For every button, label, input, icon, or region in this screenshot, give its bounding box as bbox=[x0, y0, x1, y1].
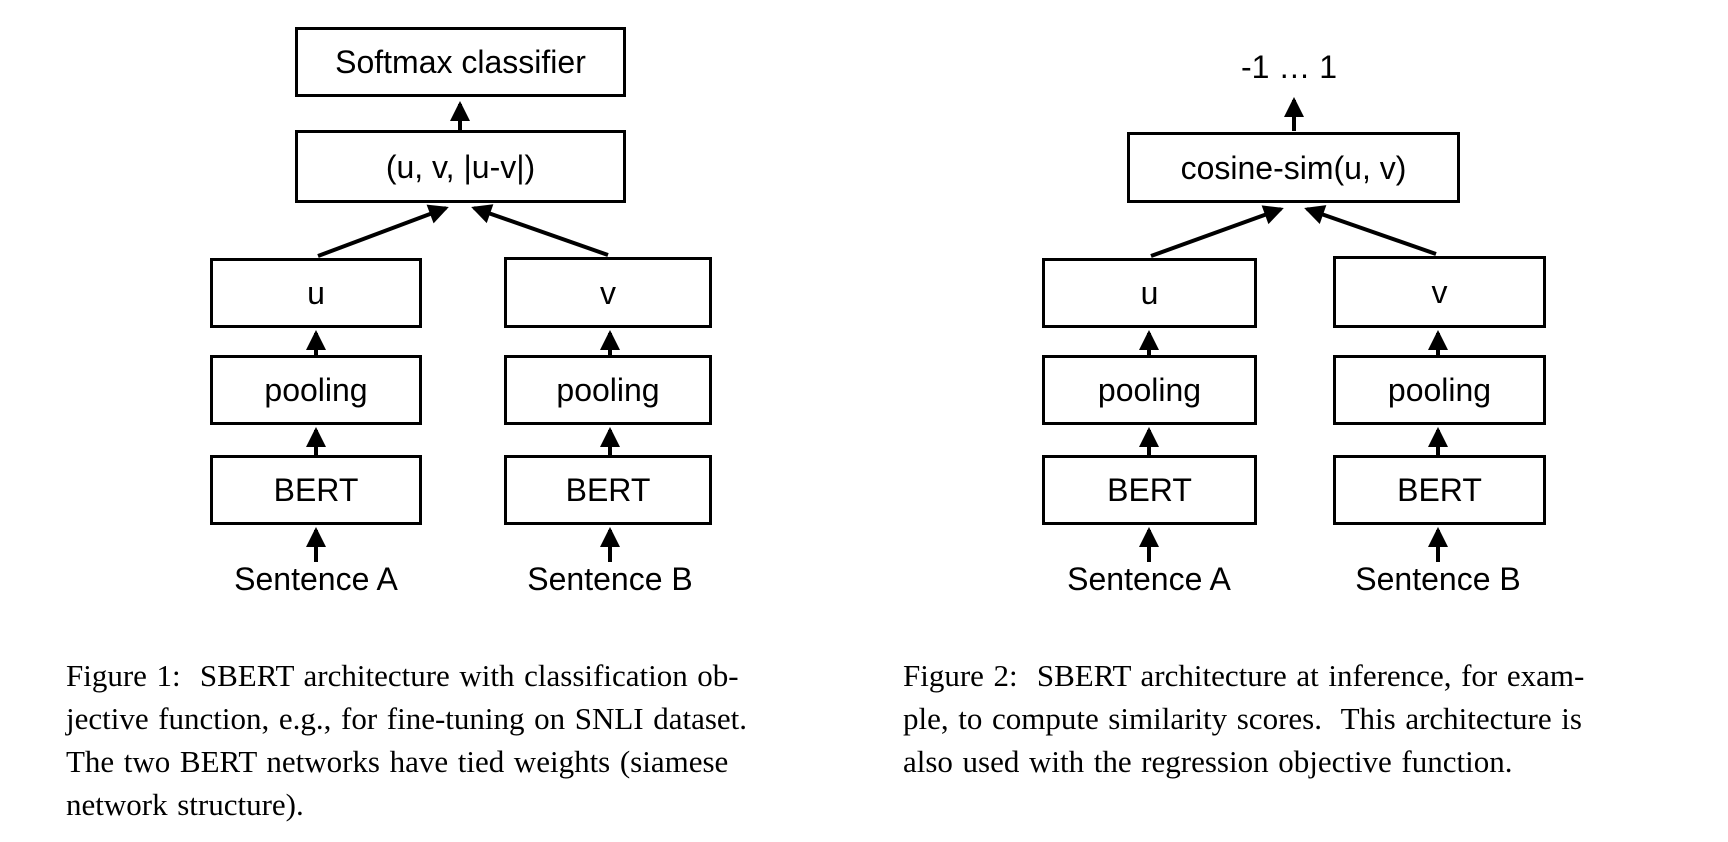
arrow-v-to-cosine bbox=[1304, 205, 1437, 256]
figure1-caption: Figure 1: SBERT architecture with classi… bbox=[66, 654, 876, 826]
sentence-b-label-right-diagram: Sentence B bbox=[1355, 561, 1521, 597]
concat-uv-box: (u, v, |u-v|) bbox=[295, 130, 626, 203]
pooling-box-left: pooling bbox=[210, 355, 422, 425]
caption-line: Figure 2: SBERT architecture at inferenc… bbox=[903, 658, 1585, 693]
caption-line: ple, to compute similarity scores. This … bbox=[903, 701, 1582, 736]
caption-line: The two BERT networks have tied weights … bbox=[66, 744, 729, 779]
u-embedding-box: u bbox=[210, 258, 422, 328]
bert-box-left-right-diagram: BERT bbox=[1042, 455, 1257, 525]
v-embedding-box: v bbox=[504, 257, 712, 328]
sentence-a-label: Sentence A bbox=[234, 561, 398, 597]
v-embedding-box-right-diagram: v bbox=[1333, 256, 1546, 328]
caption-line: Figure 1: SBERT architecture with classi… bbox=[66, 658, 739, 693]
u-embedding-box-right-diagram: u bbox=[1042, 258, 1257, 328]
pooling-box-right: pooling bbox=[504, 355, 712, 425]
figure2-caption: Figure 2: SBERT architecture at inferenc… bbox=[903, 654, 1713, 783]
arrow-u-to-concat bbox=[317, 204, 449, 258]
sentence-a-label-right-diagram: Sentence A bbox=[1067, 561, 1231, 597]
cosine-sim-box: cosine-sim(u, v) bbox=[1127, 132, 1460, 203]
bert-box-right-right-diagram: BERT bbox=[1333, 455, 1546, 525]
sentence-b-label: Sentence B bbox=[527, 561, 693, 597]
bert-box-left: BERT bbox=[210, 455, 422, 525]
caption-line: jective function, e.g., for fine-tuning … bbox=[66, 701, 748, 736]
caption-line: network structure). bbox=[66, 787, 304, 822]
pooling-box-right-right-diagram: pooling bbox=[1333, 355, 1546, 425]
softmax-classifier-box: Softmax classifier bbox=[295, 27, 626, 97]
pooling-box-left-right-diagram: pooling bbox=[1042, 355, 1257, 425]
caption-line: also used with the regression objective … bbox=[903, 744, 1513, 779]
arrow-v-to-concat bbox=[471, 204, 609, 257]
output-range-label: -1 … 1 bbox=[1240, 49, 1338, 85]
bert-box-right: BERT bbox=[504, 455, 712, 525]
arrow-u-to-cosine bbox=[1150, 205, 1284, 258]
